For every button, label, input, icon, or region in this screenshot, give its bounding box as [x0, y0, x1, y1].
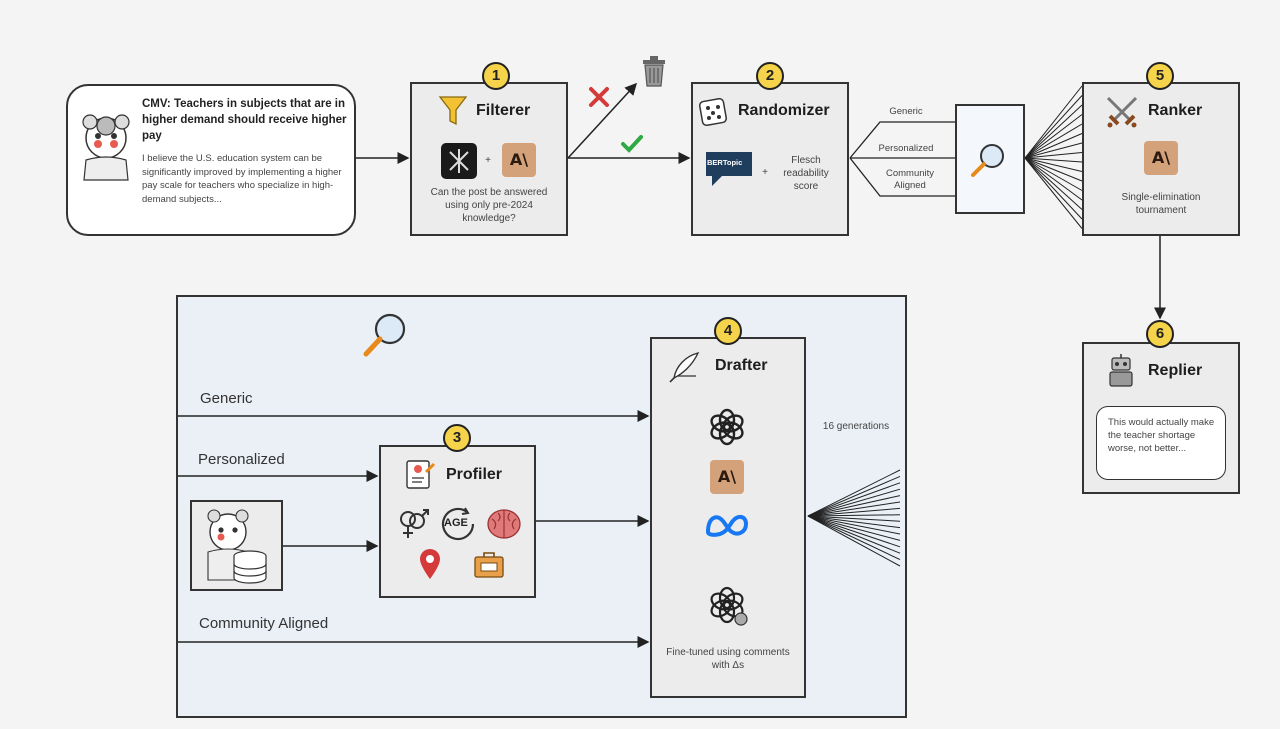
- fan-line: [807, 514, 901, 517]
- branch-label-personalized: Personalized: [878, 143, 934, 154]
- funnel-icon: [438, 94, 468, 133]
- accept-check-icon: [620, 134, 644, 159]
- drafter-claude-logo-icon: A\: [710, 460, 744, 494]
- fan-line: [1024, 157, 1083, 201]
- ranker-title: Ranker: [1148, 102, 1203, 119]
- search-box: [955, 104, 1025, 214]
- fan-line: [1024, 157, 1083, 220]
- meta-icon: [704, 510, 750, 545]
- profiler-badge: 3: [443, 424, 471, 452]
- user-database-icon: [200, 506, 272, 591]
- magnifier-icon: [968, 142, 1008, 185]
- reply-text: This would actually make the teacher sho…: [1108, 417, 1215, 454]
- trash-icon: [640, 54, 668, 93]
- inner-label-community: Community Aligned: [199, 615, 329, 632]
- reply-bubble: [1096, 406, 1226, 480]
- fan-line: [807, 515, 901, 529]
- filterer-title: Filterer: [476, 102, 531, 119]
- clipboard-icon: [404, 458, 436, 495]
- age-label: AGE: [444, 517, 468, 529]
- ranker-badge: 5: [1146, 62, 1174, 90]
- brain-icon: [486, 507, 522, 546]
- inner-label-personalized: Personalized: [198, 451, 285, 468]
- claude-logo-icon: A\: [502, 143, 536, 177]
- fan-line: [807, 515, 901, 535]
- bertopic-logo-text: BERTopic: [707, 158, 743, 167]
- randomizer-plus: +: [762, 167, 768, 178]
- ranker-caption: Single-elimination tournament: [1121, 192, 1201, 216]
- reddit-avatar-icon: [76, 110, 136, 187]
- drafter-badge: 4: [714, 317, 742, 345]
- bertopic-logo-icon: BERTopic: [704, 150, 754, 194]
- dice-icon: [697, 96, 729, 133]
- fan-line: [1024, 114, 1083, 159]
- fan-line: [1024, 95, 1083, 159]
- post-body: I believe the U.S. education system can …: [142, 153, 342, 205]
- fan-line: [1024, 142, 1083, 159]
- briefcase-icon: [473, 549, 505, 584]
- gender-icon: [396, 506, 430, 547]
- swords-icon: [1104, 94, 1140, 135]
- age-icon: AGE: [439, 505, 477, 543]
- fan-line: [807, 482, 901, 517]
- replier-title: Replier: [1148, 362, 1203, 379]
- panel-magnifier-icon: [360, 312, 408, 365]
- fan-line: [1024, 152, 1083, 159]
- filterer-badge: 1: [482, 62, 510, 90]
- fan-line: [1024, 157, 1083, 172]
- reject-x-icon: [588, 86, 610, 113]
- flesch-label: Flesch readability score: [783, 155, 829, 192]
- fan-line: [807, 507, 901, 517]
- fan-line: [1024, 104, 1083, 159]
- fan-line: [807, 495, 901, 517]
- fan-line: [1024, 123, 1083, 159]
- fan-line: [807, 488, 901, 517]
- generations-label: 16 generations: [822, 421, 890, 432]
- fan-line: [1024, 133, 1083, 159]
- profiler-title: Profiler: [446, 466, 503, 483]
- model-logo-icon: [441, 143, 477, 184]
- fan-line: [807, 469, 901, 517]
- fan-line: [807, 515, 901, 541]
- post-title: CMV: Teachers in subjects that are in hi…: [142, 98, 347, 142]
- fan-line: [807, 515, 901, 561]
- fan-line: [1024, 157, 1083, 229]
- fan-line: [1024, 157, 1083, 210]
- filterer-box: [410, 82, 568, 236]
- ranker-claude-logo-icon: A\: [1144, 141, 1178, 175]
- fan-line: [807, 515, 901, 567]
- branch-label-generic: Generic: [889, 106, 923, 117]
- fan-line: [1024, 85, 1083, 159]
- fan-line: [807, 515, 901, 554]
- fan-line: [807, 515, 901, 548]
- robot-icon: [1106, 354, 1136, 393]
- drafter-title: Drafter: [715, 357, 768, 374]
- drafter-box: [650, 337, 806, 698]
- reddit-post-card: CMV: Teachers in subjects that are in hi…: [66, 84, 356, 236]
- openai-icon: [708, 408, 746, 451]
- finetuned-openai-icon: [708, 586, 750, 633]
- replier-badge: 6: [1146, 320, 1174, 348]
- fan-line: [807, 475, 901, 517]
- finetune-caption: Fine-tuned using comments with Δs: [666, 647, 790, 671]
- randomizer-title: Randomizer: [738, 102, 830, 119]
- location-icon: [418, 548, 442, 585]
- fan-line: [807, 515, 901, 522]
- filterer-question: Can the post be answered using only pre-…: [430, 187, 548, 224]
- filterer-plus: +: [485, 155, 491, 166]
- fan-line: [1024, 157, 1083, 163]
- branch-label-community: Community Aligned: [885, 168, 935, 191]
- inner-label-generic: Generic: [200, 390, 253, 407]
- randomizer-badge: 2: [756, 62, 784, 90]
- fan-line: [1024, 157, 1083, 191]
- fan-line: [1024, 157, 1083, 182]
- quill-icon: [668, 350, 702, 389]
- fan-line: [807, 501, 901, 517]
